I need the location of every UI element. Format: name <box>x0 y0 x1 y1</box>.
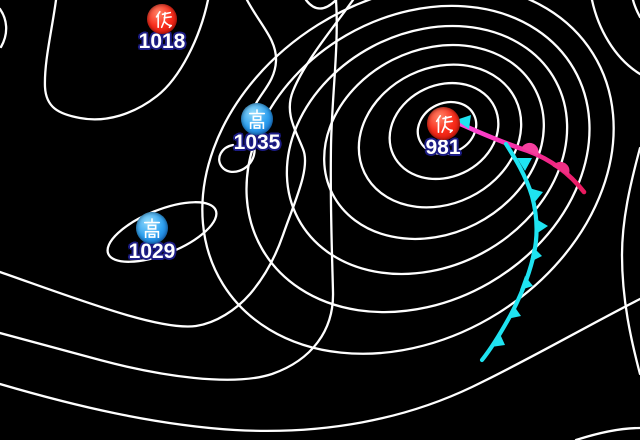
isobar-left-edge-arc <box>0 7 8 49</box>
pressure-center-high-1029: 高 1029 <box>112 212 192 263</box>
pressure-center-low-981: 低 981 <box>403 107 483 159</box>
warm-front-semicircle-icon <box>521 142 539 156</box>
pressure-center-high-1035: 高 1035 <box>217 103 297 154</box>
high-symbol-icon <box>143 218 161 238</box>
pressure-value-label: 981 <box>425 136 461 159</box>
isobar-right-edge-bow <box>620 146 640 376</box>
isobar-sweep-1 <box>0 0 355 328</box>
isobar-topleft-trough <box>43 0 210 121</box>
cold-front-triangle-icon <box>536 219 548 234</box>
pressure-center-low-1018: 低 1018 <box>122 4 202 53</box>
isobar-top-notch <box>304 0 338 10</box>
isobar-low-ring-4 <box>323 43 545 241</box>
isobar-low-ring-6 <box>245 4 591 314</box>
cold-front-triangle-icon <box>517 158 532 171</box>
isobar-bottomright-arc <box>574 426 640 440</box>
isobar-low-ring-1 <box>416 100 478 156</box>
low-symbol-icon <box>155 10 172 28</box>
isobar-high1029-ellipse <box>106 201 218 263</box>
isobar-sweep-3 <box>0 297 640 433</box>
cold-front-triangle-icon <box>507 306 521 319</box>
isobar-low-ring-7 <box>201 0 615 355</box>
cold-front-triangle-icon <box>520 276 533 290</box>
isobar-low-ring-3 <box>357 63 523 209</box>
high-center-circle: 高 <box>136 212 168 244</box>
high-symbol-icon <box>248 109 266 129</box>
isobar-low-ring-5 <box>285 24 569 276</box>
cold-front-triangle-icon <box>491 334 505 347</box>
pressure-value-label: 1035 <box>233 131 281 154</box>
isobar-topright-arc-2 <box>631 0 640 19</box>
isobar-sweep-2 <box>0 0 338 381</box>
isobar-low-ring-2 <box>388 81 500 181</box>
pressure-value-label: 1029 <box>128 240 176 263</box>
low-symbol-icon <box>435 114 453 133</box>
warm-front-semicircle-icon <box>552 161 570 176</box>
high-center-circle: 高 <box>241 103 273 135</box>
pressure-value-label: 1018 <box>138 30 186 53</box>
low-center-circle: 低 <box>147 4 177 34</box>
cold-front-triangle-icon <box>456 115 471 129</box>
cold-front-triangle-icon <box>530 247 542 262</box>
warm-front-line <box>453 119 587 195</box>
cold-front-triangle-icon <box>529 188 543 203</box>
cold-front-line <box>456 115 548 363</box>
low-center-circle: 低 <box>426 107 460 140</box>
isobar-topright-arc-1 <box>590 0 640 76</box>
